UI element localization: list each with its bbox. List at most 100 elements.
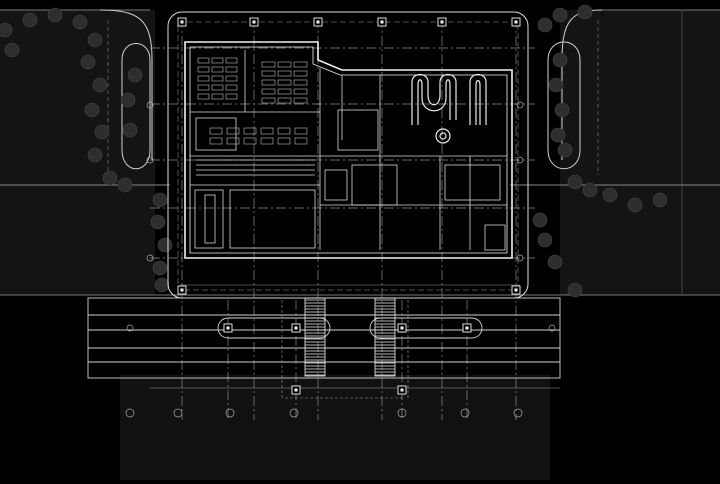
tree-symbol xyxy=(602,187,618,203)
desk xyxy=(260,127,274,135)
seat-row xyxy=(293,88,308,95)
grid-marker-circle xyxy=(125,408,135,418)
seat-row xyxy=(277,97,292,104)
tree-symbol xyxy=(72,14,88,30)
tree-symbol xyxy=(84,102,100,118)
seat-row xyxy=(277,79,292,86)
grid-marker-circle xyxy=(126,324,134,332)
tree-symbol xyxy=(120,92,136,108)
seat-row xyxy=(211,57,224,64)
grid-tag-bridge-dot xyxy=(465,326,469,330)
tree-symbol xyxy=(94,124,110,140)
seat-row xyxy=(261,61,276,68)
tree-symbol xyxy=(117,177,133,193)
grid-marker-circle xyxy=(173,408,183,418)
tree-symbol xyxy=(157,237,173,253)
grid-tags xyxy=(125,17,556,418)
grid-marker-circle xyxy=(460,408,470,418)
grid-tag-top-dot xyxy=(380,20,384,24)
seat-row xyxy=(293,97,308,104)
tree-symbol xyxy=(537,232,553,248)
interior-partitions xyxy=(190,50,507,251)
seat-row xyxy=(225,84,238,91)
structural-grid xyxy=(150,18,535,420)
tree-symbol xyxy=(127,67,143,83)
desk xyxy=(260,137,274,145)
desk xyxy=(243,127,257,135)
driveways xyxy=(99,9,603,175)
tree-symbol xyxy=(152,192,168,208)
desk xyxy=(226,137,240,145)
grid-marker-circle xyxy=(289,408,299,418)
tree-symbol xyxy=(122,122,138,138)
stair-outline xyxy=(374,297,396,377)
landscape-trees xyxy=(0,4,668,298)
tree-symbol xyxy=(550,127,566,143)
tree-symbol xyxy=(557,142,573,158)
seat-row xyxy=(293,79,308,86)
seat-row xyxy=(277,70,292,77)
grid-marker-circle xyxy=(146,156,154,164)
tree-symbol xyxy=(532,212,548,228)
tree-symbol xyxy=(548,77,564,93)
tree-symbol xyxy=(0,22,13,38)
grid-marker-circle xyxy=(516,254,524,262)
grid-tag-bridge-dot xyxy=(400,326,404,330)
seat-row xyxy=(211,75,224,82)
seat-row xyxy=(197,84,210,91)
seat-row xyxy=(261,88,276,95)
dimension-lines xyxy=(150,284,560,400)
desk xyxy=(277,137,291,145)
seating-layout xyxy=(197,57,308,145)
desk xyxy=(226,127,240,135)
tree-symbol xyxy=(582,182,598,198)
grid-marker-circle xyxy=(516,101,524,109)
tree-symbol xyxy=(652,192,668,208)
grid-tag-bridge-dot xyxy=(294,326,298,330)
tree-symbol xyxy=(22,12,38,28)
seat-row xyxy=(225,57,238,64)
seat-row xyxy=(261,70,276,77)
seat-row xyxy=(277,61,292,68)
seat-row xyxy=(293,61,308,68)
grid-marker-circle xyxy=(397,408,407,418)
grid-tag-bottom-dot xyxy=(180,288,184,292)
grid-tag-top-dot xyxy=(316,20,320,24)
seat-row xyxy=(277,88,292,95)
seat-row xyxy=(197,93,210,100)
tree-symbol xyxy=(4,42,20,58)
grid-tag-bottom-dot xyxy=(514,288,518,292)
seat-row xyxy=(225,66,238,73)
grid-tag-lower-dot xyxy=(294,388,298,392)
tree-symbol xyxy=(152,260,168,276)
seat-row xyxy=(197,57,210,64)
tree-symbol xyxy=(47,7,63,23)
desk xyxy=(243,137,257,145)
seat-row xyxy=(211,66,224,73)
bridge-stairs xyxy=(304,297,396,377)
grid-tag-top-dot xyxy=(440,20,444,24)
seat-row xyxy=(261,97,276,104)
desk xyxy=(209,137,223,145)
tree-symbol xyxy=(150,214,166,230)
grid-tag-bridge-dot xyxy=(226,326,230,330)
tree-symbol xyxy=(92,77,108,93)
desk xyxy=(209,127,223,135)
grid-marker-circle xyxy=(513,408,523,418)
seat-row xyxy=(197,75,210,82)
tree-symbol xyxy=(537,17,553,33)
tree-symbol xyxy=(87,147,103,163)
grid-marker-circle xyxy=(146,101,154,109)
seat-row xyxy=(211,84,224,91)
grid-marker-circle xyxy=(516,156,524,164)
seat-row xyxy=(225,93,238,100)
grid-tag-lower-dot xyxy=(400,388,404,392)
tree-symbol xyxy=(154,277,170,293)
tree-symbol xyxy=(552,7,568,23)
tree-symbol xyxy=(567,174,583,190)
seat-row xyxy=(211,93,224,100)
seat-row xyxy=(225,75,238,82)
